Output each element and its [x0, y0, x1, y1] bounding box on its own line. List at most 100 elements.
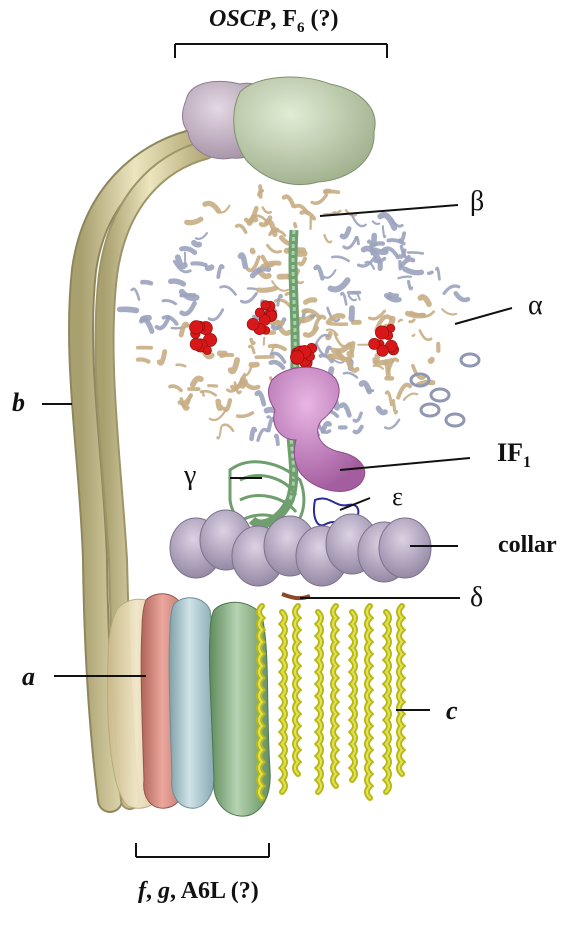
beta-ribbon — [330, 356, 343, 358]
beta-ribbon — [225, 400, 230, 410]
if1-subunit — [268, 367, 364, 491]
a6l-text: A6L (?) — [181, 878, 259, 904]
nucleotide-atom — [190, 338, 202, 350]
beta-ribbon — [237, 225, 246, 232]
alpha-ribbon — [258, 429, 267, 440]
alpha-helix — [431, 389, 449, 401]
alpha-ribbon — [344, 237, 356, 248]
alpha-ribbon — [241, 294, 256, 303]
beta-ribbon — [420, 297, 429, 304]
g-text: g — [158, 878, 170, 904]
alpha-leader — [455, 308, 512, 324]
alpha-ribbon — [385, 420, 399, 429]
alpha-ribbon — [207, 267, 211, 268]
beta-ribbon — [420, 331, 431, 340]
beta-ribbon — [138, 359, 149, 361]
epsilon-label: ε — [392, 482, 403, 512]
alpha-ribbon — [240, 255, 245, 266]
gamma-label: γ — [184, 460, 196, 492]
alpha-ribbon — [182, 248, 195, 252]
alpha-ribbon — [141, 320, 151, 331]
alpha-ribbon — [178, 257, 185, 266]
beta-ribbon — [404, 394, 417, 400]
alpha-ribbon — [429, 272, 432, 273]
beta-ribbon — [393, 401, 396, 414]
beta-ribbon — [268, 245, 281, 252]
collar-ring — [170, 510, 431, 586]
beta-ribbon — [244, 367, 251, 375]
beta-ribbon — [231, 360, 237, 371]
alpha-ribbon — [142, 282, 151, 283]
oscp-text: OSCP — [209, 6, 270, 32]
beta-ribbon — [181, 324, 187, 335]
f-text: f — [138, 878, 146, 904]
alpha-ribbon — [271, 362, 283, 367]
beta-ribbon — [374, 366, 383, 369]
alpha-ribbon — [163, 300, 176, 303]
beta-ribbon — [170, 386, 181, 390]
alpha-ribbon — [311, 316, 314, 317]
nucleotide-atom — [375, 326, 389, 340]
alpha-ribbon — [248, 288, 256, 289]
beta-ribbon — [324, 235, 331, 242]
alpha-ribbon — [405, 269, 422, 273]
alpha-ribbon — [401, 259, 413, 266]
subunit-g — [169, 598, 214, 808]
if1-label: IF1 — [497, 438, 531, 472]
alpha-ribbon — [409, 281, 412, 288]
alpha-ribbon — [398, 277, 410, 279]
beta-ribbon — [284, 197, 294, 207]
nucleotide-atom — [261, 301, 270, 310]
beta-ribbon — [263, 208, 271, 213]
alpha-ribbon — [383, 226, 385, 237]
beta-ribbon — [217, 427, 221, 439]
fg-a6l-bracket — [136, 843, 269, 857]
alpha-ribbon — [390, 294, 397, 296]
beta-ribbon — [264, 338, 265, 345]
nucleotide-atom — [247, 318, 259, 330]
alpha-ribbon — [354, 413, 361, 421]
beta-ribbon — [386, 392, 391, 405]
alpha-ribbon — [344, 373, 357, 378]
nucleotide-atom — [189, 321, 202, 334]
alpha-ribbon — [456, 293, 468, 300]
beta-ribbon — [306, 300, 315, 302]
oscp-f6-label: OSCP, F6 (?) — [209, 6, 339, 37]
beta-ribbon — [271, 378, 272, 380]
alpha-ribbon — [378, 408, 385, 412]
beta-ribbon — [399, 320, 402, 322]
beta-ribbon — [252, 250, 253, 252]
c-ring — [259, 606, 402, 798]
alpha-ribbon — [355, 427, 362, 433]
beta-ribbon — [375, 361, 392, 363]
alpha-ribbon — [257, 393, 264, 405]
beta-ribbon — [205, 203, 219, 211]
alpha-ribbon — [120, 309, 136, 310]
epsilon-leader — [340, 498, 370, 510]
beta-ribbon — [295, 224, 296, 227]
beta-ribbon — [193, 378, 201, 384]
beta-ribbon — [187, 219, 201, 222]
alpha-ribbon — [252, 429, 255, 439]
f6-text: F6 (?) — [282, 6, 338, 32]
oscp-bracket — [175, 44, 387, 58]
beta-ribbon — [408, 313, 423, 315]
beta-ribbon — [223, 425, 233, 431]
alpha-ribbon — [316, 267, 323, 279]
c-label: c — [446, 696, 458, 726]
alpha-ribbon — [400, 233, 404, 241]
nucleotide-atom — [290, 350, 304, 364]
alpha-ribbon — [373, 221, 379, 224]
collar-label: collar — [498, 532, 557, 559]
beta-ribbon — [177, 365, 185, 366]
beta-ribbon — [302, 212, 314, 218]
alpha-ribbon — [436, 268, 439, 279]
alpha-ribbon — [375, 250, 386, 252]
alpha-ribbon — [341, 405, 349, 416]
alpha-ribbon — [209, 310, 223, 320]
alpha-ribbon — [351, 214, 365, 226]
beta-ribbon — [430, 360, 431, 361]
alpha-ribbon — [351, 308, 352, 319]
fg-a6l-label: f, g, A6L (?) — [138, 878, 259, 905]
